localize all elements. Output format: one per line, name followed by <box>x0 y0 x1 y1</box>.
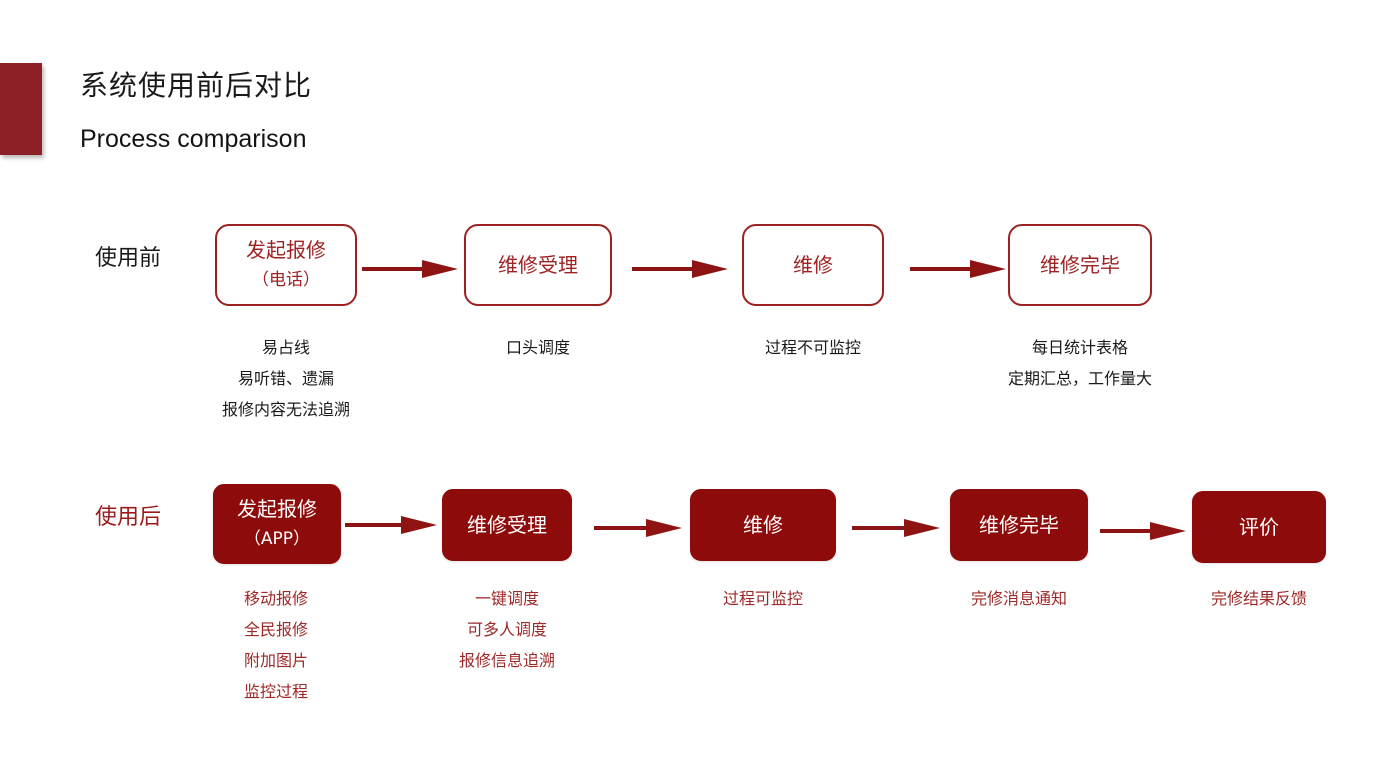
caption-before-3: 过程不可监控 <box>703 332 923 363</box>
node-before-1[interactable]: 发起报修 （电话） <box>215 224 357 306</box>
accent-bar <box>0 63 42 155</box>
caption-after-2-line3: 报修信息追溯 <box>458 651 555 670</box>
arrow-after-2 <box>594 517 682 539</box>
caption-after-1-line4: 监控过程 <box>243 682 308 701</box>
caption-after-1-line2: 全民报修 <box>243 620 308 639</box>
row-label-after: 使用后 <box>95 505 162 530</box>
caption-after-5: 完修结果反馈 <box>1179 583 1339 614</box>
node-before-2-line1: 维修受理 <box>498 252 578 277</box>
row-label-before: 使用前 <box>95 246 162 271</box>
arrow-after-3 <box>852 517 940 539</box>
caption-before-2: 口头调度 <box>428 332 648 363</box>
caption-before-1-line3: 报修内容无法追溯 <box>221 400 350 419</box>
caption-before-4: 每日统计表格 定期汇总，工作量大 <box>960 332 1200 394</box>
node-before-3-line1: 维修 <box>793 252 833 277</box>
node-before-3[interactable]: 维修 <box>742 224 884 306</box>
caption-after-4-line1: 完修消息通知 <box>970 589 1067 608</box>
node-before-4-line1: 维修完毕 <box>1040 252 1120 277</box>
node-after-1[interactable]: 发起报修 （APP） <box>213 484 341 564</box>
node-after-2-line1: 维修受理 <box>467 512 547 537</box>
caption-before-4-line2: 定期汇总，工作量大 <box>1007 369 1152 388</box>
node-after-5[interactable]: 评价 <box>1192 491 1326 563</box>
caption-after-2-line1: 一键调度 <box>474 589 539 608</box>
node-after-1-line2: （APP） <box>243 529 311 550</box>
caption-after-3-line1: 过程可监控 <box>722 589 803 608</box>
caption-before-2-line1: 口头调度 <box>505 338 570 357</box>
node-after-3[interactable]: 维修 <box>690 489 836 561</box>
node-before-4[interactable]: 维修完毕 <box>1008 224 1152 306</box>
caption-before-1: 易占线 易听错、遗漏 报修内容无法追溯 <box>166 332 406 425</box>
caption-after-1: 移动报修 全民报修 附加图片 监控过程 <box>196 583 356 707</box>
caption-before-4-line1: 每日统计表格 <box>1031 338 1128 357</box>
page-title-en: Process comparison <box>80 125 307 153</box>
node-after-2[interactable]: 维修受理 <box>442 489 572 561</box>
node-after-4[interactable]: 维修完毕 <box>950 489 1088 561</box>
arrow-after-1 <box>345 514 437 536</box>
caption-after-5-line1: 完修结果反馈 <box>1210 589 1307 608</box>
caption-before-1-line2: 易听错、遗漏 <box>237 369 334 388</box>
page-title-cn: 系统使用前后对比 <box>80 69 313 102</box>
arrow-before-3 <box>910 258 1006 280</box>
node-before-2[interactable]: 维修受理 <box>464 224 612 306</box>
node-before-1-line1: 发起报修 <box>246 238 326 263</box>
node-after-5-line1: 评价 <box>1239 514 1279 539</box>
caption-after-4: 完修消息通知 <box>939 583 1099 614</box>
caption-after-1-line1: 移动报修 <box>243 589 308 608</box>
arrow-before-2 <box>632 258 728 280</box>
caption-after-3: 过程可监控 <box>683 583 843 614</box>
node-before-1-line2: （电话） <box>252 270 320 291</box>
node-after-4-line1: 维修完毕 <box>979 512 1059 537</box>
node-after-3-line1: 维修 <box>743 512 783 537</box>
caption-before-1-line1: 易占线 <box>261 338 310 357</box>
caption-after-2: 一键调度 可多人调度 报修信息追溯 <box>427 583 587 676</box>
caption-after-2-line2: 可多人调度 <box>466 620 547 639</box>
arrow-after-4 <box>1100 520 1186 542</box>
arrow-before-1 <box>362 258 458 280</box>
caption-after-1-line3: 附加图片 <box>243 651 308 670</box>
node-after-1-line1: 发起报修 <box>237 497 317 522</box>
caption-before-3-line1: 过程不可监控 <box>764 338 861 357</box>
